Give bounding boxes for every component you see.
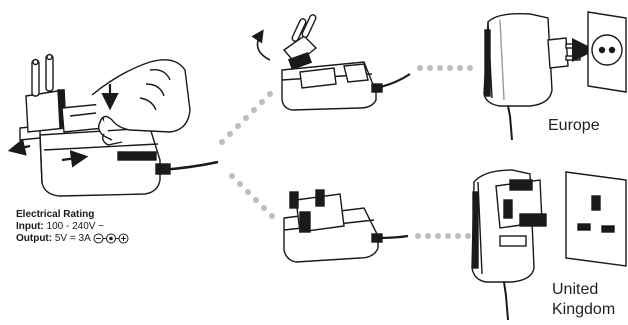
region-label-uk: United Kingdom	[552, 280, 628, 320]
output-label: Output:	[16, 233, 53, 245]
input-label: Input:	[16, 221, 44, 232]
action-arrows	[7, 84, 119, 168]
region-label-uk-line2: Kingdom	[552, 301, 616, 318]
input-value: 100 - 240V ~	[46, 221, 105, 232]
eu-adapter-illustration	[483, 12, 581, 141]
adapter-uk-plug-illustration	[283, 189, 409, 263]
rating-output-line: Output: 5V = 3A	[16, 233, 129, 245]
adapter-remove-plug-illustration	[281, 14, 411, 111]
uk-socket-illustration	[565, 171, 627, 267]
output-value: 5V = 3A	[54, 233, 91, 245]
eu-socket-illustration	[587, 11, 627, 93]
region-label-europe: Europe	[548, 117, 600, 134]
electrical-rating: Electrical Rating Input: 100 - 240V ~ Ou…	[16, 209, 129, 245]
rating-input-line: Input: 100 - 240V ~	[16, 221, 129, 233]
step-connector-dots	[219, 65, 473, 239]
rotate-arrow	[251, 29, 271, 61]
region-label-uk-line1: United	[552, 281, 599, 298]
uk-adapter-illustration	[471, 169, 547, 321]
polarity-icon	[93, 233, 129, 244]
rating-title: Electrical Rating	[16, 209, 95, 220]
main-adapter-illustration	[19, 53, 219, 197]
